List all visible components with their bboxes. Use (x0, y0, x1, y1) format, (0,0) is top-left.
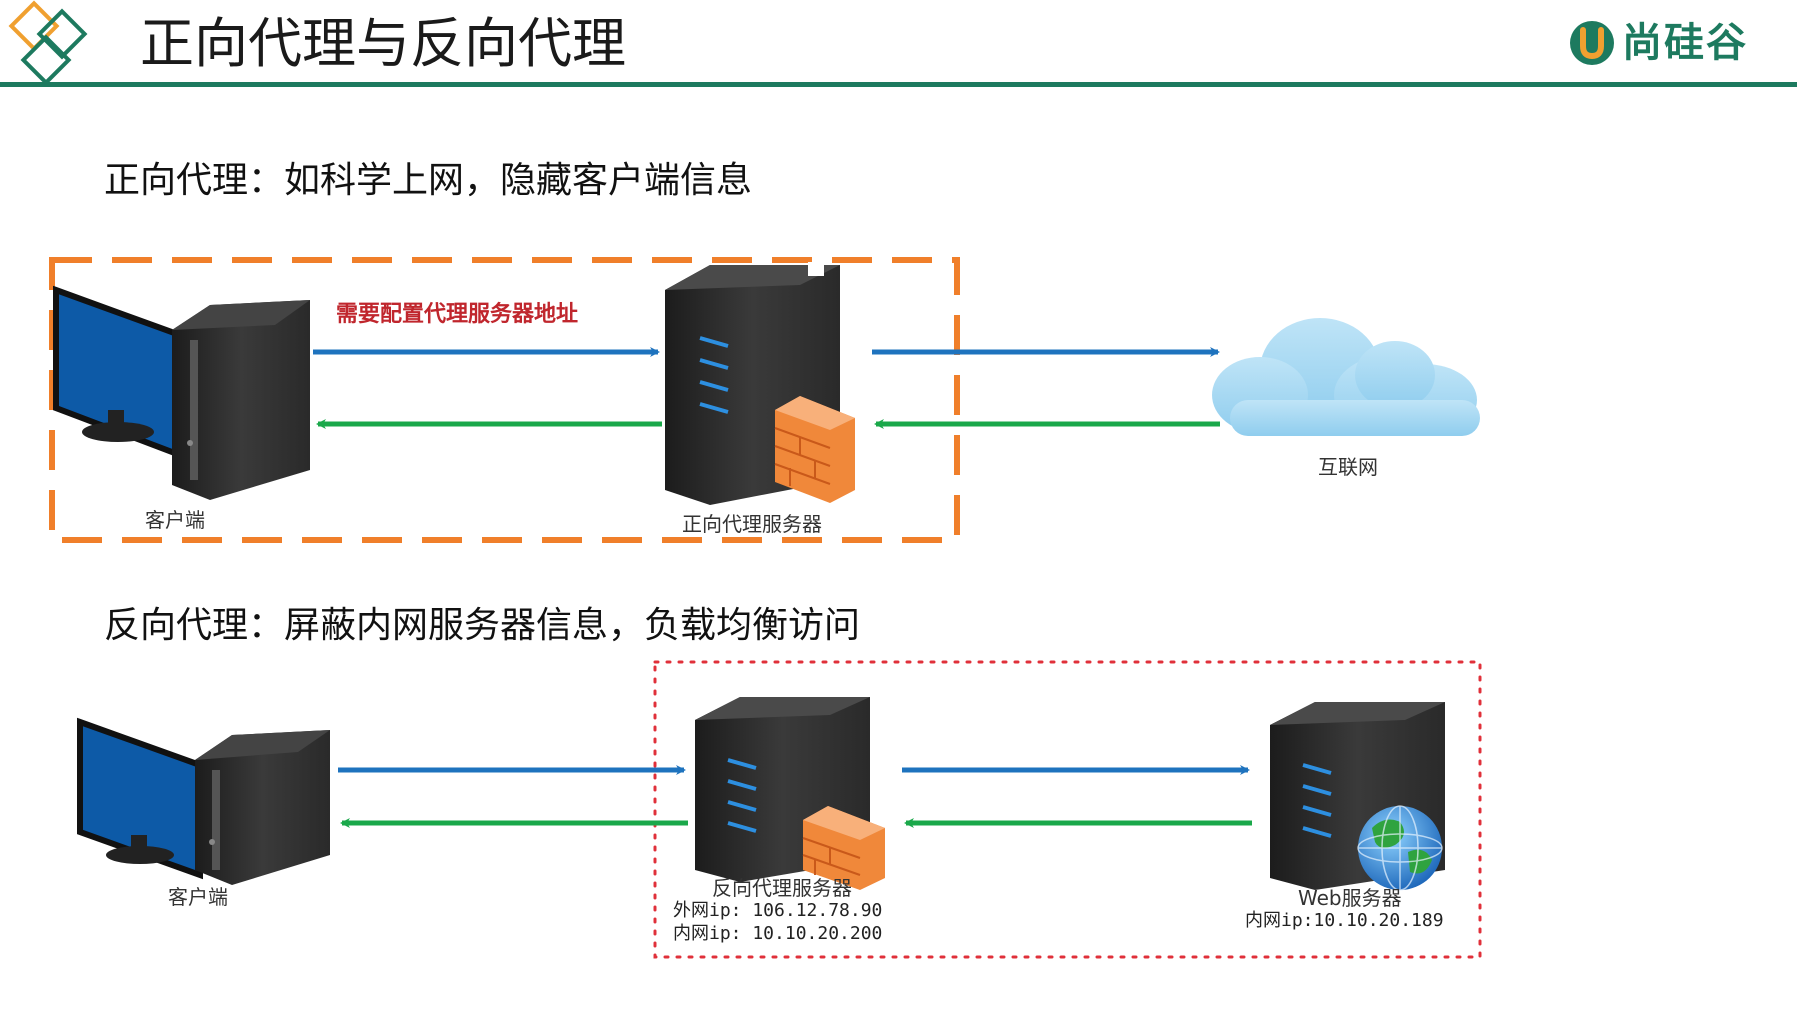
internet-label: 互联网 (1318, 455, 1378, 479)
forward-proxy-boundary (49, 257, 960, 543)
forward-proxy-note: 需要配置代理服务器地址 (336, 302, 579, 327)
forward-firewall-icon (774, 396, 855, 503)
forward-proxy-label: 正向代理服务器 (682, 512, 822, 536)
reverse-proxy-label: 反向代理服务器 (712, 876, 852, 900)
logo-diamonds-icon (8, 0, 88, 86)
forward-client-label: 客户端 (145, 508, 205, 532)
brand-logo-icon (1570, 21, 1614, 65)
reverse-client-label: 客户端 (168, 885, 228, 909)
brand-name: 尚硅谷 (1622, 20, 1748, 66)
web-globe-icon (1357, 805, 1443, 891)
header-divider (0, 82, 1797, 87)
forward-proxy-title: 正向代理：如科学上网，隐藏客户端信息 (104, 160, 753, 201)
web-server-label: Web服务器 (1298, 886, 1402, 910)
internet-cloud-icon (1212, 318, 1480, 436)
reverse-proxy-boundary (653, 660, 1482, 959)
reverse-proxy-external-ip: 外网ip: 106.12.78.90 (673, 900, 883, 921)
reverse-client-computer-icon (77, 717, 330, 885)
reverse-proxy-internal-ip: 内网ip: 10.10.20.200 (673, 923, 883, 944)
slide-title: 正向代理与反向代理 (140, 12, 626, 75)
reverse-proxy-title: 反向代理：屏蔽内网服务器信息，负载均衡访问 (104, 605, 861, 646)
reverse-firewall-icon (802, 806, 885, 890)
web-server-internal-ip: 内网ip:10.10.20.189 (1245, 910, 1444, 931)
forward-client-computer-icon (53, 285, 310, 500)
